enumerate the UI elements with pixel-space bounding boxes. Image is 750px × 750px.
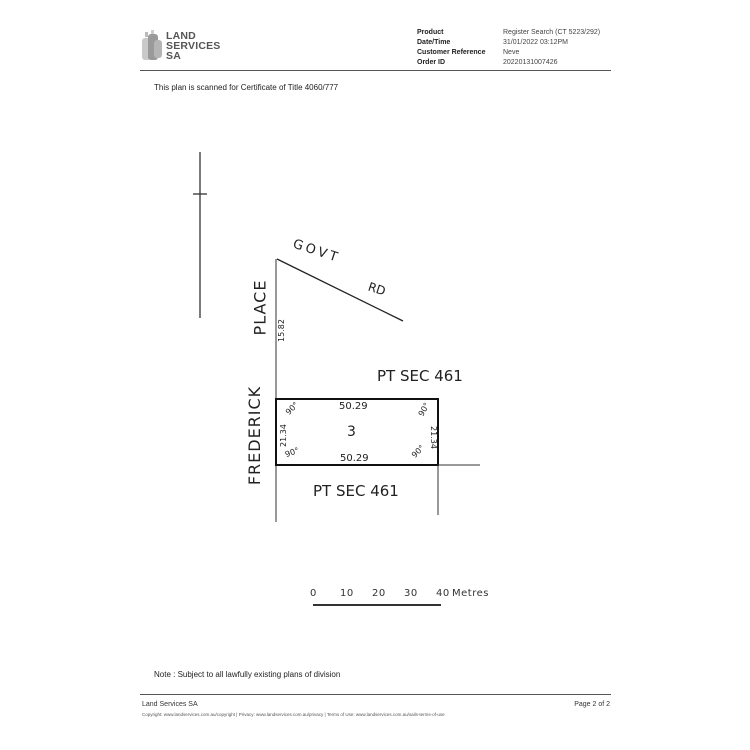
meta-value: Register Search (CT 5223/292) [503, 29, 601, 36]
scale-tick: 20 [372, 588, 386, 599]
meta-row-order-id: Order ID 20220131007426 [417, 58, 600, 68]
meta-row-customer-reference: Customer Reference Neve [417, 48, 600, 58]
plan-note: Note : Subject to all lawfully existing … [154, 670, 341, 679]
scale-tick: 10 [340, 588, 354, 599]
page-number: Page 2 of 2 [574, 701, 610, 708]
parcel-label-above: PT SEC 461 [377, 367, 463, 385]
meta-key: Order ID [417, 59, 446, 66]
lot-left-dimension: 21.34 [278, 424, 288, 447]
lot-right-dimension: 21.34 [428, 426, 438, 449]
scale-unit: Metres [452, 588, 489, 599]
street-label-place: PLACE [250, 279, 270, 336]
meta-row-datetime: Date/Time 31/01/2022 03:12PM [417, 38, 600, 48]
logo-text: LAND SERVICES SA [166, 30, 221, 62]
meta-key: Customer Reference [417, 49, 486, 56]
meta-value: 31/01/2022 03:12PM [503, 39, 568, 46]
meta-value: 20220131007426 [503, 59, 558, 66]
parcel-label-below: PT SEC 461 [313, 482, 399, 500]
lot-number: 3 [347, 424, 356, 440]
logo-line-3: SA [166, 50, 181, 62]
scale-tick: 40 [436, 588, 450, 599]
scan-note: This plan is scanned for Certificate of … [154, 83, 339, 92]
meta-key: Date/Time [417, 39, 451, 46]
footer-divider [140, 694, 611, 695]
meta-key: Product [417, 29, 444, 36]
logo-line-2: SERVICES [166, 40, 221, 52]
land-services-logo: LAND SERVICES SA [140, 28, 220, 68]
scale-tick: 0 [310, 588, 317, 599]
meta-value: Neve [503, 49, 520, 56]
order-meta: Product Register Search (CT 5223/292) Da… [417, 28, 600, 68]
footer-organisation: Land Services SA [142, 701, 198, 708]
scale-tick: 30 [404, 588, 418, 599]
header-divider [140, 70, 611, 71]
lot-bottom-dimension: 50.29 [340, 453, 369, 464]
frontage-dimension: 15.82 [276, 319, 286, 342]
scale-bar-line [313, 604, 441, 606]
logo-mark-icon [142, 30, 162, 60]
meta-row-product: Product Register Search (CT 5223/292) [417, 28, 600, 38]
logo-line-1: LAND [166, 30, 196, 42]
lot-top-dimension: 50.29 [339, 401, 368, 412]
footer-copyright: Copyright: www.landservices.com.au/copyr… [142, 712, 445, 717]
street-label-frederick: FREDERICK [245, 385, 265, 486]
